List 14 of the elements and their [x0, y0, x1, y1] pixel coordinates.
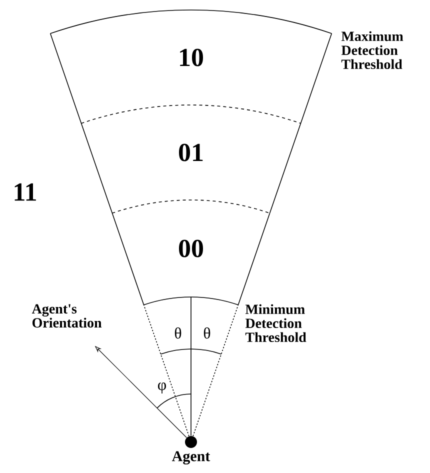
threshold-label: Minimum Detection Threshold	[245, 304, 306, 342]
orientation-label: Agent's Orientation	[32, 304, 102, 328]
center-line	[190, 296, 192, 436]
dotted-line	[143, 304, 190, 437]
angle-label: θ	[174, 327, 182, 339]
agent-label: Agent	[172, 451, 210, 464]
angle-label: φ	[158, 382, 166, 394]
band-region: 10	[50, 10, 332, 124]
band-region: 01	[80, 104, 302, 214]
dotted-line	[192, 304, 239, 437]
agent-dot	[185, 436, 197, 448]
angle-label: θ	[204, 327, 210, 339]
band-region: 00	[112, 200, 270, 306]
region-label: 11	[14, 183, 36, 201]
